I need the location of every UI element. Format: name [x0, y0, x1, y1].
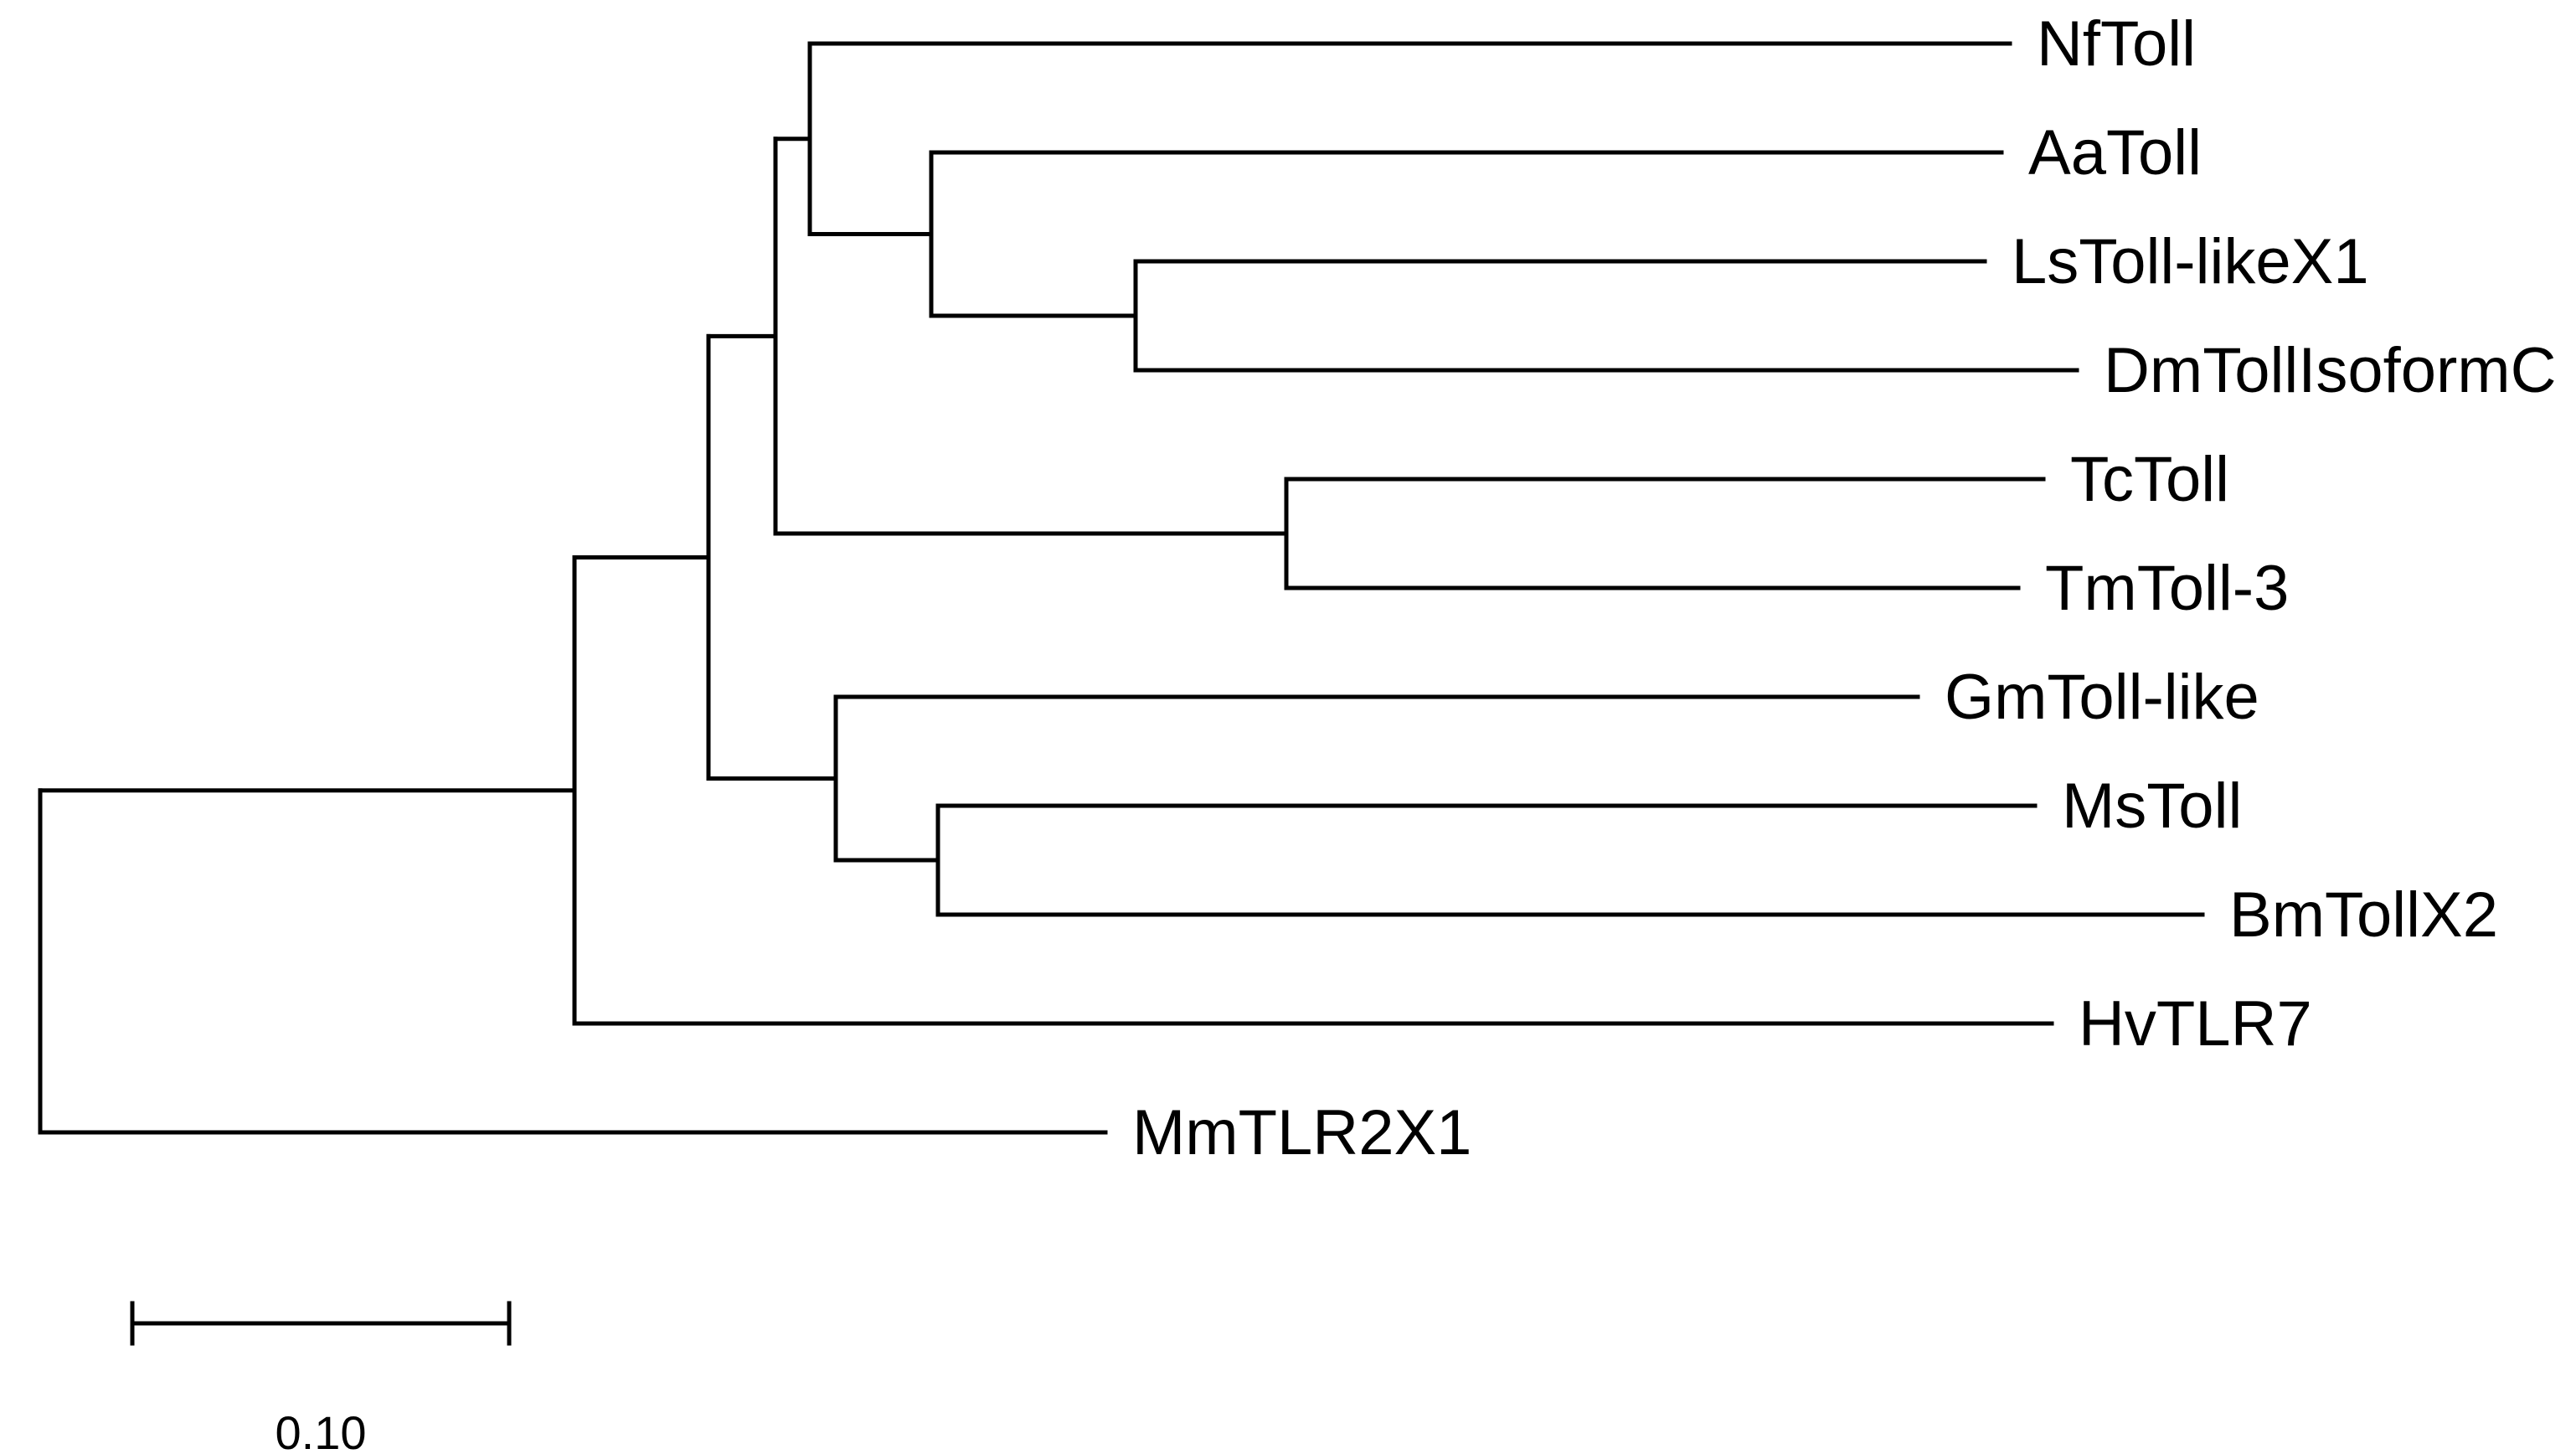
taxon-label-nf: NfToll [2037, 8, 2196, 80]
scale-bar-label: 0.10 [276, 1406, 367, 1454]
taxon-label-dm: DmTollIsoformC [2104, 335, 2557, 406]
taxon-label-mm: MmTLR2X1 [1132, 1097, 1471, 1168]
taxon-label-ls: LsToll-likeX1 [2012, 226, 2369, 297]
taxon-label-tc: TcToll [2070, 444, 2229, 515]
taxon-label-ms: MsToll [2062, 771, 2242, 842]
scale-bar: 0.10 [130, 1301, 512, 1454]
taxon-label-hv: HvTLR7 [2079, 988, 2312, 1060]
taxon-label-bm: BmTollX2 [2229, 879, 2498, 951]
tree-branches [38, 41, 2205, 1135]
taxon-label-aa: AaToll [2028, 117, 2202, 188]
taxon-label-gm: GmToll-like [1945, 662, 2259, 733]
taxon-label-tm: TmToll-3 [2045, 553, 2289, 624]
